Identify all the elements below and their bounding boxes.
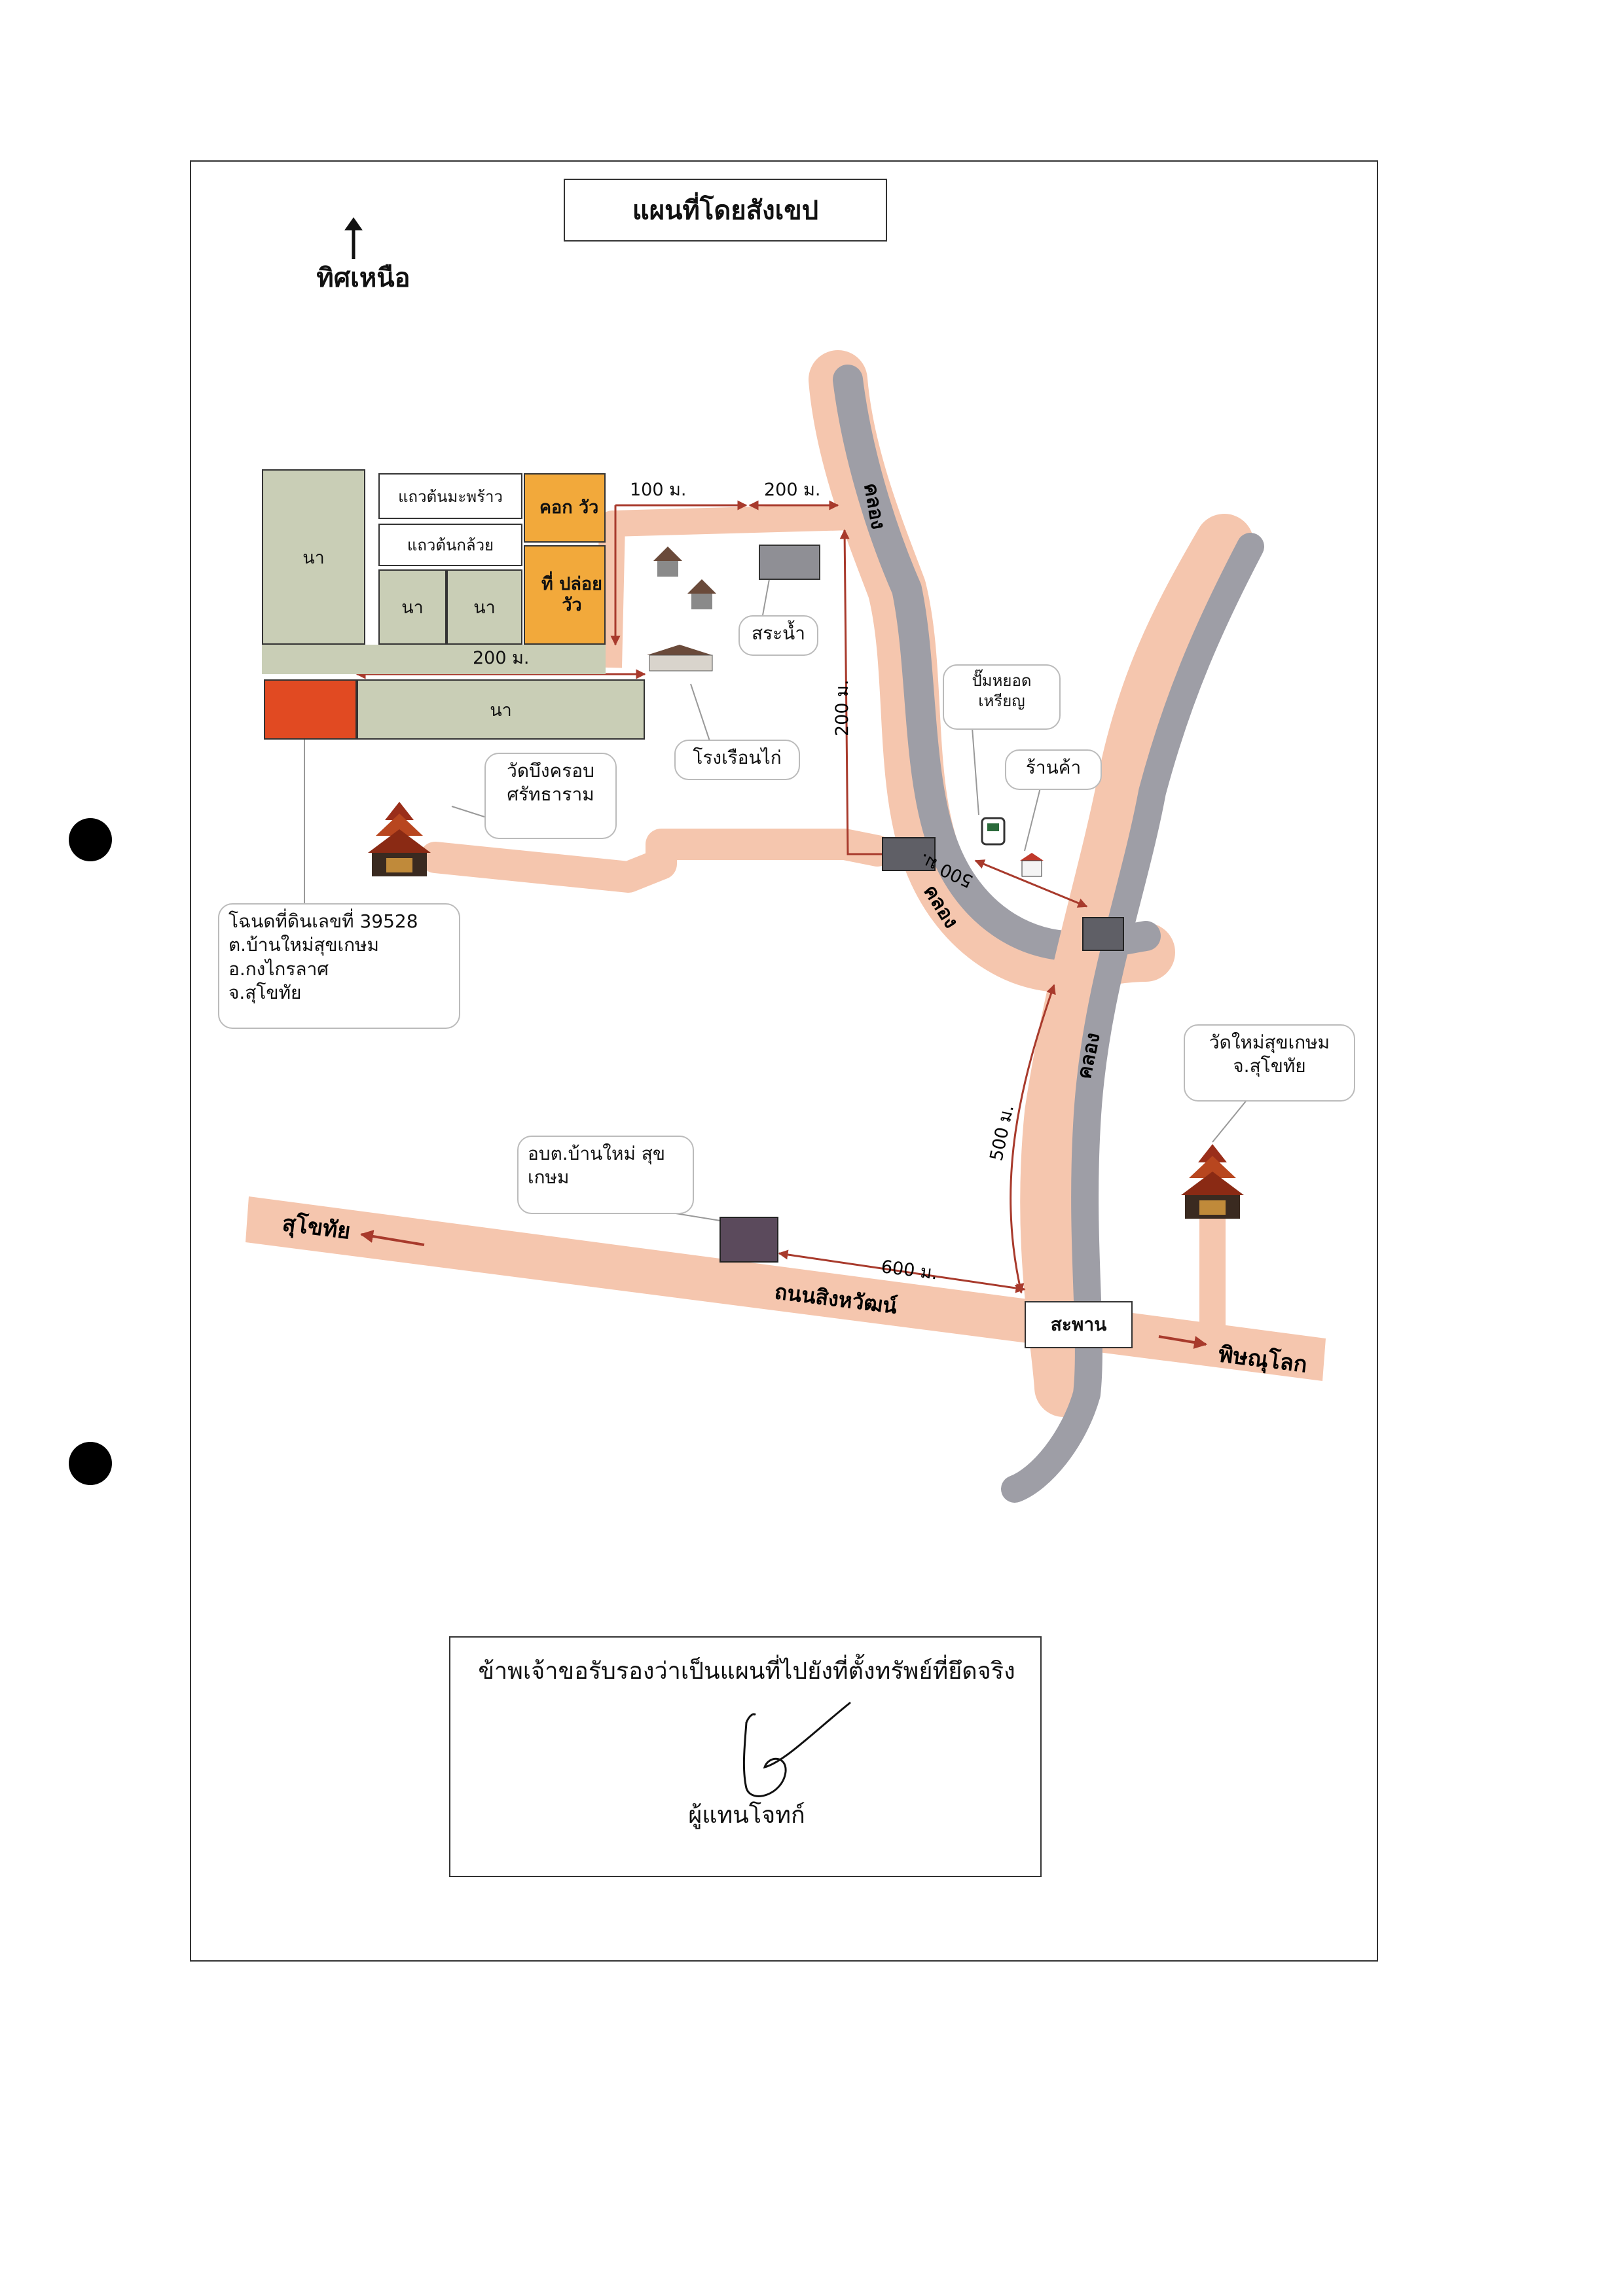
pond-shape — [759, 545, 820, 580]
map-frame — [190, 160, 1378, 1962]
pond-label: สระน้ำ — [738, 615, 818, 656]
deed-line-1: โฉนดที่ดินเลขที่ 39528 — [228, 910, 418, 932]
deed-line-2: ต.บ้านใหม่สุขเกษม — [228, 934, 379, 956]
distance-200m-vert: 200 ม. — [832, 680, 852, 737]
gas-pump-label: ปั๊มหยอด เหรียญ — [943, 664, 1061, 730]
plot-deed-parcel — [264, 679, 357, 740]
temple-se-label: วัดใหม่สุขเกษม จ.สุโขทัย — [1184, 1024, 1355, 1102]
certification-signer: ผู้แทนโจทก์ — [688, 1802, 805, 1829]
canal-crossing-east — [1082, 917, 1124, 951]
bridge-label: สะพาน — [1025, 1301, 1133, 1348]
shop-icon — [1020, 853, 1044, 877]
distance-600m: 600 ม. — [880, 1257, 939, 1283]
plot-strip — [262, 645, 606, 674]
leader-shop — [1024, 785, 1042, 852]
punch-hole-top — [69, 818, 112, 861]
plot-rice-mid-2: นา — [446, 569, 522, 645]
leader-temple-nw — [451, 806, 485, 817]
certification-box: ข้าพเจ้าขอรับรองว่าเป็นแผนที่ไปยังที่ตั้… — [449, 1636, 1042, 1877]
canal-crossing-west — [882, 837, 936, 871]
canal-east — [1001, 533, 1264, 1503]
chicken-house-icon — [647, 645, 713, 672]
sao-building-shape — [719, 1217, 778, 1263]
distance-200m-top: 200 ม. — [764, 480, 821, 500]
arrow-to-phitsanulok — [1158, 1335, 1207, 1349]
arrow-500m-vert — [1010, 984, 1056, 1294]
sao-label: อบต.บ้านใหม่ สุขเกษม — [517, 1136, 694, 1214]
map-title: แผนที่โดยสังเขป — [564, 179, 887, 242]
plot-coconut-row: แถวต้นมะพร้าว — [378, 473, 522, 519]
north-indicator: ทิศเหนือ — [308, 216, 419, 301]
distance-100m: 100 ม. — [630, 480, 687, 500]
temple-icon — [1181, 1144, 1244, 1219]
signature-mark — [742, 1702, 851, 1797]
gas-pump-icon — [981, 817, 1006, 846]
house-icon — [653, 547, 682, 577]
plot-rice-mid-1: นา — [378, 569, 446, 645]
deed-line-4: จ.สุโขทัย — [228, 982, 302, 1004]
house-icon — [687, 579, 716, 609]
shop-label: ร้านค้า — [1005, 749, 1102, 790]
leader-pump — [972, 727, 979, 816]
arrow-500m-diag — [974, 859, 1088, 908]
deed-line-3: อ.กงไกรลาศ — [228, 958, 329, 980]
plot-cattle-pen: คอก วัว — [524, 473, 606, 543]
temple-icon — [368, 802, 431, 876]
distance-200m-mid: 200 ม. — [473, 648, 530, 668]
plot-rice-bottom: นา — [357, 679, 645, 740]
plot-banana-row: แถวต้นกล้วย — [378, 524, 522, 566]
leader-temple-se — [1212, 1099, 1248, 1143]
punch-hole-bottom — [69, 1442, 112, 1485]
plot-rice-left: นา — [262, 469, 365, 645]
certification-statement: ข้าพเจ้าขอรับรองว่าเป็นแผนที่ไปยังที่ตั้… — [478, 1658, 1015, 1685]
leader-pond — [762, 579, 770, 616]
plot-cattle-pasture: ที่ ปล่อย วัว — [524, 545, 606, 645]
temple-nw-label: วัดบึงครอบ ศรัทธาราม — [484, 753, 617, 839]
chicken-house-label: โรงเรือนไก่ — [674, 740, 800, 780]
north-label: ทิศเหนือ — [316, 263, 410, 293]
road-west-to-temple — [420, 829, 893, 893]
north-arrow-icon — [344, 217, 363, 259]
arrow-600m — [778, 1249, 1026, 1293]
leader-chicken — [690, 683, 711, 744]
arrow-to-sukhothai — [360, 1230, 425, 1246]
deed-callout: โฉนดที่ดินเลขที่ 39528 ต.บ้านใหม่สุขเกษม… — [218, 903, 460, 1029]
